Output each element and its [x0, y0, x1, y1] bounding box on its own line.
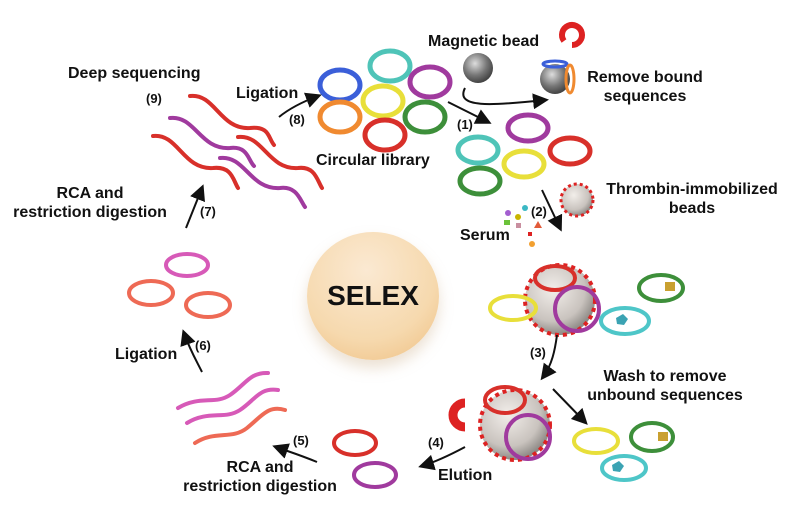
- serum-proteins: [504, 205, 542, 247]
- magnetic-bead: [463, 53, 493, 83]
- label-rca-bottom: RCA and restriction digestion: [183, 459, 337, 495]
- ring-blue: [317, 67, 363, 103]
- arrow-step-6: [180, 329, 203, 373]
- arrow-step-3: [540, 334, 558, 381]
- bound-bead: [540, 64, 570, 94]
- magnet-icon: [559, 22, 585, 48]
- label-ligation-top: Ligation: [236, 85, 299, 102]
- protein-cyan: [616, 314, 628, 325]
- step-4: (4): [428, 435, 444, 450]
- label-serum: Serum: [460, 227, 510, 244]
- eluted-ring-purple: [352, 461, 398, 489]
- arrow-step-2: [541, 189, 563, 232]
- step-1: (1): [457, 117, 473, 132]
- bound-ring-orange: [564, 63, 576, 95]
- unbound-ring-cyan: [599, 306, 651, 336]
- bound-ring-blue: [541, 59, 569, 69]
- ligated-ring-salmon-2: [184, 291, 232, 319]
- linear-strands-bottom: [176, 370, 287, 445]
- bead-complex-2: [478, 385, 552, 462]
- ring-teal: [367, 48, 413, 84]
- label-remove-bound: Remove bound sequences: [587, 69, 703, 105]
- ring-green: [402, 99, 448, 135]
- unbound-ring-yellow: [488, 294, 538, 322]
- circular-library: [317, 48, 453, 153]
- label-rca-left: RCA and restriction digestion: [13, 185, 167, 221]
- label-deep-sequencing: Deep sequencing: [68, 65, 201, 82]
- label-ligation-left: Ligation: [115, 346, 178, 363]
- step-5: (5): [293, 433, 309, 448]
- eluted-ring-red: [332, 429, 378, 457]
- ligated-ring-pink: [164, 252, 210, 278]
- selex-title: SELEX: [327, 280, 419, 311]
- bead-complex-1: [523, 263, 601, 337]
- arrow-step-8: [278, 92, 322, 118]
- step-9: (9): [146, 91, 162, 106]
- arrow-step-5: [272, 443, 318, 463]
- arrow-step-4: [418, 446, 466, 471]
- label-elution: Elution: [438, 467, 493, 484]
- ring-yellow: [360, 83, 406, 119]
- magnet-icon-2: [448, 398, 466, 432]
- protein-cyan-2: [612, 461, 624, 472]
- step-2: (2): [531, 204, 547, 219]
- arrow-wash: [552, 388, 588, 425]
- ring-orange: [317, 99, 363, 135]
- ring-red: [362, 117, 408, 153]
- step-3: (3): [530, 345, 546, 360]
- protein-gold: [665, 282, 675, 291]
- washed-ring-cyan: [600, 454, 648, 482]
- label-magnetic-bead: Magnetic bead: [428, 33, 540, 50]
- label-wash: Wash to remove unbound sequences: [587, 368, 743, 404]
- arrow-step-7: [185, 184, 205, 229]
- step-7: (7): [200, 204, 216, 219]
- filtered-library: [455, 112, 593, 197]
- washed-ring-green: [629, 421, 675, 453]
- linear-strands-top: [151, 93, 324, 209]
- protein-gold-2: [658, 432, 668, 441]
- label-thrombin-beads: Thrombin-immobilized beads: [606, 181, 778, 217]
- unbound-ring-green: [637, 273, 685, 303]
- arrow-step-1: [447, 101, 492, 124]
- selex-center: SELEX: [307, 232, 439, 360]
- thrombin-bead: [559, 182, 595, 218]
- step-8: (8): [289, 112, 305, 127]
- ligated-ring-salmon-1: [127, 279, 175, 307]
- arrow-magnetic: [462, 87, 549, 110]
- washed-ring-yellow: [572, 427, 620, 455]
- step-6: (6): [195, 338, 211, 353]
- ring-purple: [407, 64, 453, 100]
- label-circular-library: Circular library: [316, 152, 430, 169]
